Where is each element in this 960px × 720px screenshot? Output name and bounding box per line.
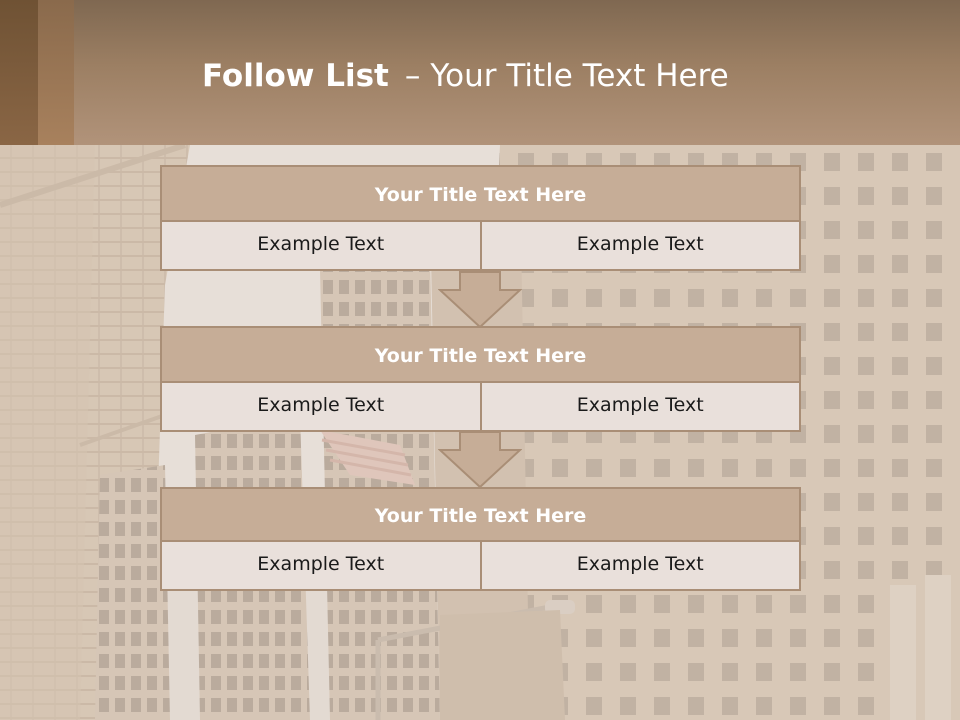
flow-block-title: Your Title Text Here	[160, 487, 801, 542]
flow-block-title: Your Title Text Here	[160, 326, 801, 383]
flow-block: Your Title Text Here Example Text Exampl…	[160, 326, 801, 432]
down-arrow-icon	[438, 431, 522, 489]
flow-block: Your Title Text Here Example Text Exampl…	[160, 165, 801, 271]
flow-block-cell: Example Text	[479, 222, 800, 269]
slide-title-bold: Follow List	[202, 58, 389, 94]
flow-block-cell: Example Text	[257, 394, 385, 416]
flow-block: Your Title Text Here Example Text Exampl…	[160, 487, 801, 591]
header-accent-dark	[0, 0, 38, 145]
flow-block-cell: Example Text	[257, 233, 385, 255]
flow-block-row: Example Text Example Text	[160, 383, 801, 432]
flow-block-row: Example Text Example Text	[160, 542, 801, 591]
flow-block-title: Your Title Text Here	[160, 165, 801, 222]
header-accent-mid	[38, 0, 74, 145]
flow-block-cell: Example Text	[257, 553, 385, 575]
header-band: Follow List–Your Title Text Here	[0, 0, 960, 145]
flow-block-cell: Example Text	[479, 542, 800, 589]
flow-block-cell: Example Text	[479, 383, 800, 430]
slide-title-dash: –	[404, 58, 421, 94]
slide-title-rest: Your Title Text Here	[430, 58, 729, 94]
flow-block-row: Example Text Example Text	[160, 222, 801, 271]
down-arrow-icon	[438, 271, 522, 329]
slide-title: Follow List–Your Title Text Here	[202, 54, 729, 98]
